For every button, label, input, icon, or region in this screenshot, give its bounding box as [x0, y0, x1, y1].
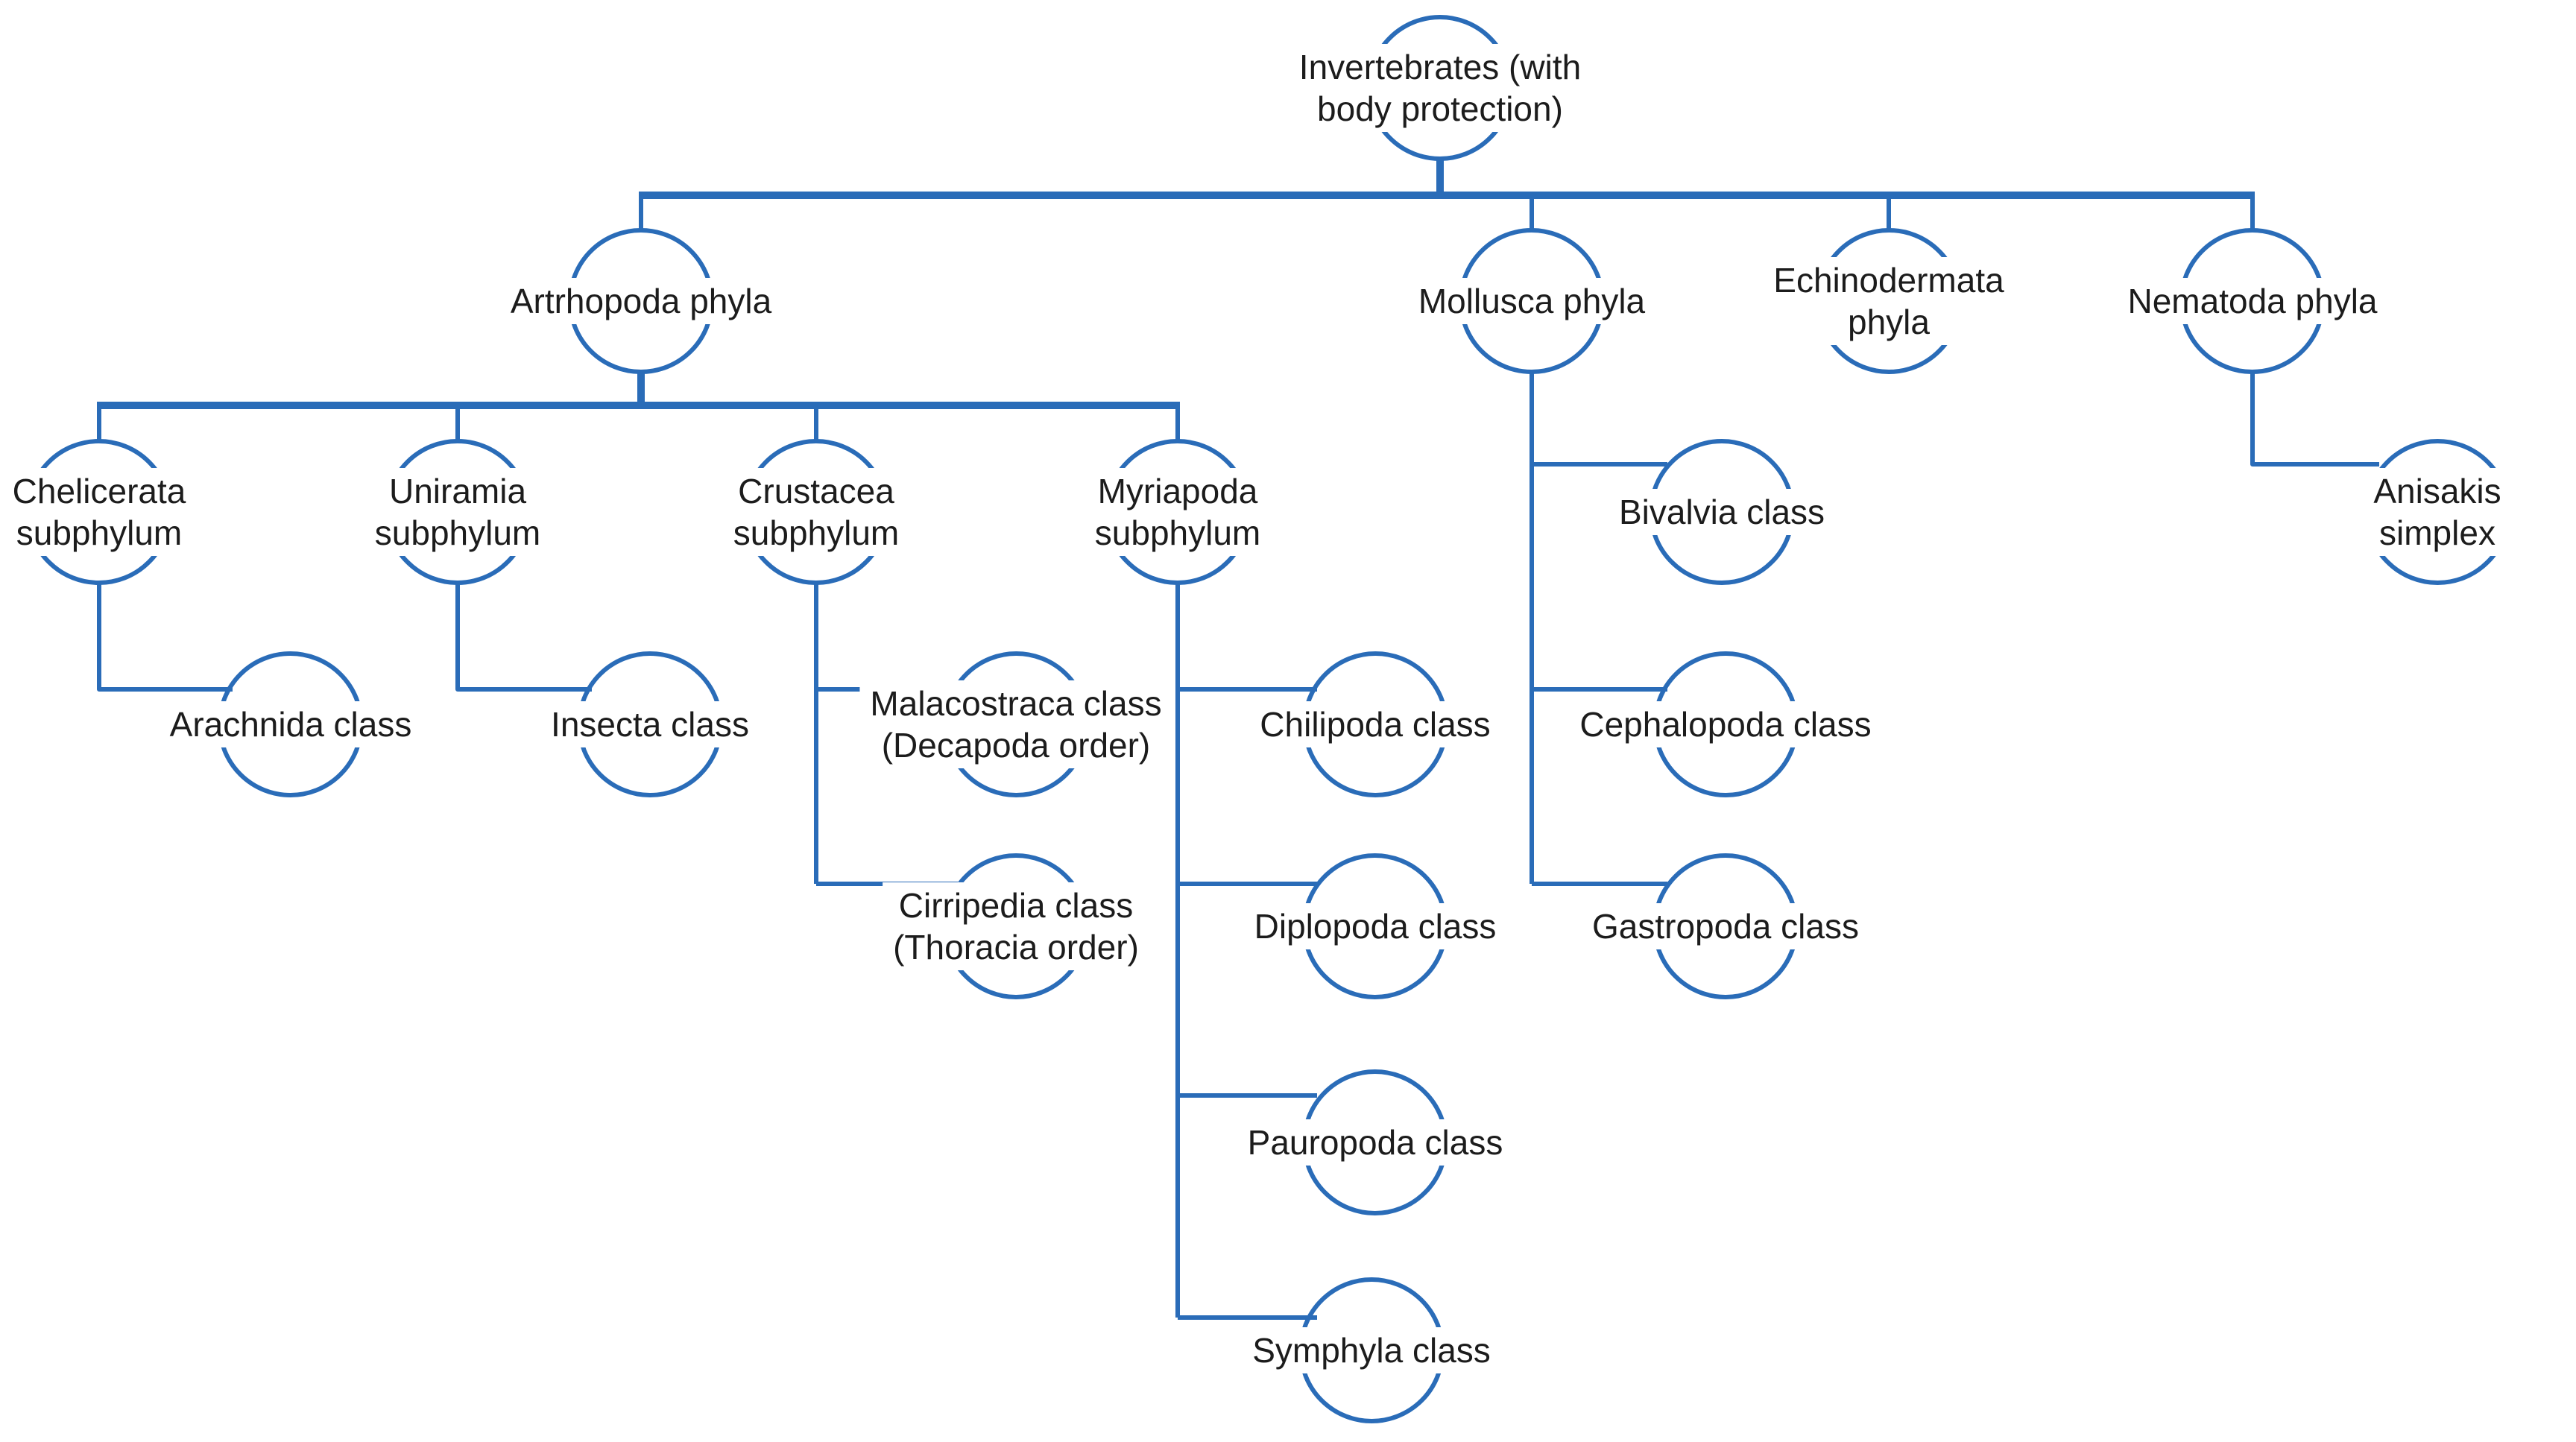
- node-invertebrates-root: Invertebrates (with body protection): [1288, 15, 1592, 161]
- node-insecta-class: Insecta class: [540, 651, 760, 797]
- node-bivalvia-class: Bivalvia class: [1608, 439, 1836, 585]
- node-label: Artrhopoda phyla: [499, 278, 783, 324]
- node-label: Gastropoda class: [1582, 903, 1869, 949]
- node-crustacea-subphylum: Crustacea subphylum: [722, 439, 910, 585]
- node-label: Cephalopoda class: [1569, 701, 1882, 747]
- node-label: Cirripedia class (Thoracia order): [883, 882, 1149, 970]
- node-malacostraca-class: Malacostraca class (Decapoda order): [859, 651, 1172, 797]
- node-label: Mollusca phyla: [1407, 278, 1656, 324]
- node-label: Echinodermata phyla: [1763, 257, 2015, 345]
- node-uniramia-subphylum: Uniramia subphylum: [364, 439, 552, 585]
- node-symphyla-class: Symphyla class: [1242, 1277, 1501, 1423]
- node-label: Malacostraca class (Decapoda order): [859, 680, 1172, 768]
- node-nematoda-phylum: Nematoda phyla: [2117, 228, 2388, 374]
- node-label: Nematoda phyla: [2117, 278, 2388, 324]
- node-arachnida-class: Arachnida class: [159, 651, 423, 797]
- connector-uniramia-insecta: [455, 584, 592, 692]
- node-label: Invertebrates (with body protection): [1288, 44, 1592, 132]
- node-label: Myriapoda subphylum: [1084, 468, 1272, 556]
- connector-nematoda-anisakis: [2250, 373, 2379, 467]
- node-label: Arachnida class: [159, 701, 423, 747]
- node-label: Symphyla class: [1242, 1327, 1501, 1373]
- node-chilipoda-class: Chilipoda class: [1249, 651, 1501, 797]
- node-label: Bivalvia class: [1608, 489, 1836, 535]
- node-arthropoda-phylum: Artrhopoda phyla: [499, 228, 783, 374]
- node-echinodermata-phylum: Echinodermata phyla: [1763, 228, 2015, 374]
- node-pauropoda-class: Pauropoda class: [1237, 1069, 1514, 1215]
- node-cephalopoda-class: Cephalopoda class: [1569, 651, 1882, 797]
- node-label: Chilipoda class: [1249, 701, 1501, 747]
- node-gastropoda-class: Gastropoda class: [1582, 853, 1869, 999]
- node-label: Uniramia subphylum: [364, 468, 552, 556]
- node-label: Chelicerata subphylum: [1, 468, 197, 556]
- node-label: Insecta class: [540, 701, 760, 747]
- node-chelicerata-subphylum: Chelicerata subphylum: [1, 439, 197, 585]
- node-label: Anisakis simplex: [2363, 468, 2512, 556]
- node-mollusca-phylum: Mollusca phyla: [1407, 228, 1656, 374]
- node-cirripedia-class: Cirripedia class (Thoracia order): [883, 853, 1149, 999]
- connector-chelicerata-arachnida: [97, 584, 233, 692]
- node-label: Pauropoda class: [1237, 1119, 1514, 1166]
- node-label: Diplopoda class: [1243, 903, 1507, 949]
- node-anisakis-simplex: Anisakis simplex: [2363, 439, 2512, 585]
- node-label: Crustacea subphylum: [722, 468, 910, 556]
- node-myriapoda-subphylum: Myriapoda subphylum: [1084, 439, 1272, 585]
- node-diplopoda-class: Diplopoda class: [1243, 853, 1507, 999]
